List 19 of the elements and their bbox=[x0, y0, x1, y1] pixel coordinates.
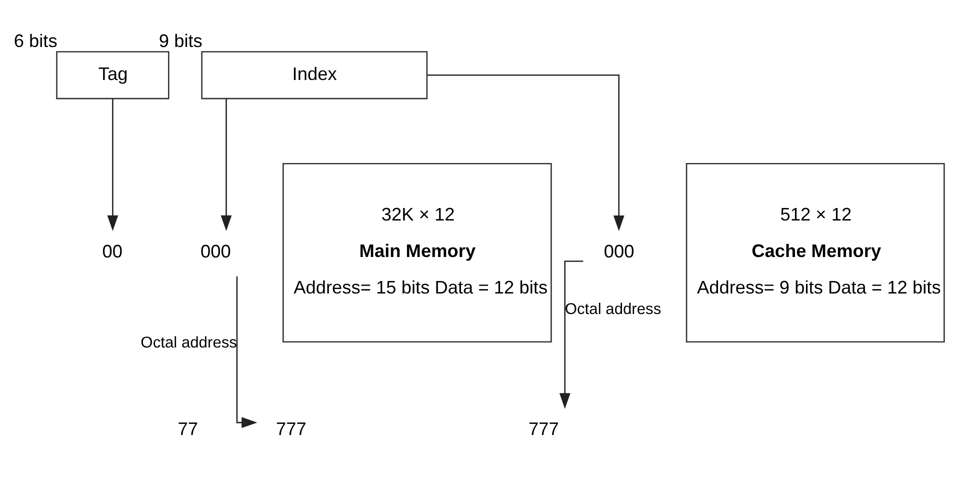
node-label: 6 bits bbox=[14, 30, 58, 50]
arrow bbox=[427, 74, 624, 231]
arrow bbox=[559, 260, 584, 408]
arrow bbox=[236, 276, 258, 428]
node-text: 000 bbox=[200, 241, 231, 262]
node-box: Tag bbox=[56, 50, 170, 99]
node-box: 32K × 12 Main Memory Address= 15 bits Data = 12 bits bbox=[282, 162, 552, 342]
node-text: 77 bbox=[178, 418, 198, 439]
node-box: Index bbox=[201, 50, 428, 99]
arrow bbox=[107, 98, 118, 231]
arrow bbox=[220, 98, 232, 231]
node-text: 00 bbox=[102, 241, 123, 262]
node-label: 9 bits bbox=[158, 30, 202, 50]
edge-label: Octal address bbox=[140, 334, 237, 352]
node-text: 777 bbox=[528, 418, 559, 439]
node-text: 777 bbox=[276, 418, 306, 439]
node-box: 512 × 12 Cache Memory Address= 9 bits Data = 12 bits bbox=[686, 162, 945, 342]
edge-label: Octal address bbox=[564, 300, 662, 318]
node-text: 000 bbox=[604, 241, 634, 262]
